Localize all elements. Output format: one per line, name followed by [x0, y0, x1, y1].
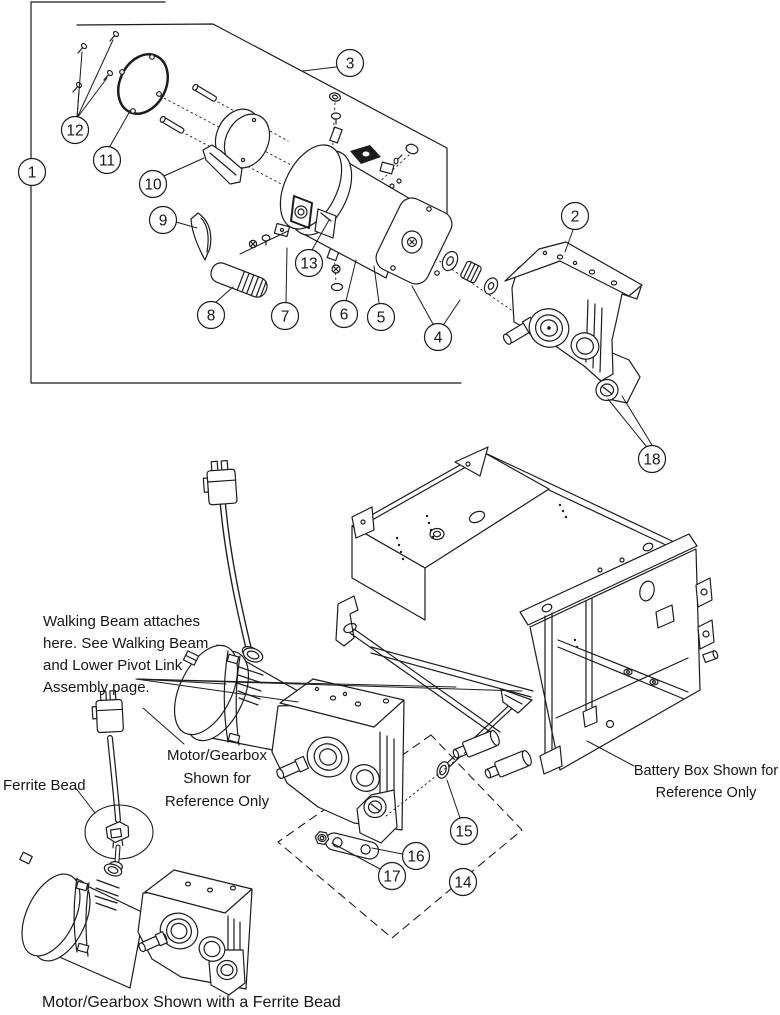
motor-end-bell	[375, 197, 453, 285]
callout-17: 17	[377, 861, 407, 891]
callout-7: 7	[270, 301, 300, 331]
callout-10: 10	[138, 169, 168, 199]
assembly-border-3	[76, 23, 448, 223]
note-line: Walking Beam attaches	[43, 613, 200, 630]
note-battery-reference: Battery Box Shown for Reference Only	[634, 763, 778, 801]
callout-16: 16	[401, 841, 431, 871]
callout-15: 15	[449, 816, 479, 846]
bottom-caption: Motor/Gearbox Shown with a Ferrite Bead	[42, 994, 341, 1011]
svg-text:18: 18	[643, 452, 660, 469]
motor-strap	[202, 144, 243, 185]
shoulder-bolts	[452, 730, 532, 779]
leader-lines	[74, 39, 653, 870]
callout-1: 1	[17, 157, 47, 187]
motor-cover-disc	[214, 108, 271, 169]
svg-text:1: 1	[28, 165, 37, 182]
dashed-region-14	[277, 734, 523, 939]
battery-box	[335, 446, 719, 775]
note-line: Battery Box Shown for	[634, 763, 778, 779]
washer-nut-set	[441, 250, 499, 295]
motor-gearbox-reference	[173, 459, 405, 844]
svg-text:17: 17	[383, 869, 400, 886]
callout-11: 11	[92, 145, 122, 175]
svg-text:9: 9	[159, 213, 168, 230]
brush-cap-stack-right	[379, 143, 419, 175]
callouts: 1 2 3 4 5 6 7 8 9 10 11 12 13 14 15 16 1…	[17, 48, 667, 897]
svg-text:16: 16	[407, 849, 424, 866]
note-line: Reference Only	[656, 785, 757, 801]
motor	[279, 144, 413, 279]
callout-5: 5	[366, 302, 396, 332]
callout-18: 18	[637, 444, 667, 474]
washer-15	[436, 761, 450, 779]
note-line: Assembly page.	[43, 679, 150, 696]
svg-text:3: 3	[346, 56, 355, 73]
motor-gearbox-ferrite	[19, 690, 253, 996]
callout-4: 4	[423, 322, 453, 352]
svg-text:5: 5	[377, 310, 386, 327]
callout-14: 14	[448, 867, 478, 897]
note-line: Reference Only	[165, 793, 270, 810]
mounting-pins	[159, 83, 217, 134]
note-line: Motor/Gearbox	[167, 747, 268, 764]
callout-2: 2	[560, 201, 590, 231]
note-ferrite-bead: Ferrite Bead	[3, 777, 86, 794]
connector	[202, 459, 238, 506]
note-line: and Lower Pivot Link	[43, 657, 183, 674]
connector-2	[91, 690, 124, 734]
callout-13: 13	[294, 248, 324, 278]
brush-hardware-7	[239, 222, 291, 255]
svg-text:10: 10	[144, 177, 162, 194]
note-walking-beam: Walking Beam attaches here. See Walking …	[43, 613, 208, 696]
callout-9: 9	[148, 205, 178, 235]
cover-screws	[72, 30, 120, 93]
svg-text:8: 8	[207, 308, 216, 325]
note-line: Shown for	[183, 770, 251, 787]
threaded-plug	[210, 262, 268, 298]
gasket	[117, 53, 169, 115]
note-line: here. See Walking Beam	[43, 635, 208, 652]
svg-text:11: 11	[99, 153, 115, 170]
callout-8: 8	[196, 300, 226, 330]
callout-6: 6	[329, 299, 359, 329]
gearbox-exploded	[502, 241, 643, 404]
brush-cap-stack-top	[328, 92, 343, 144]
callout-12: 12	[60, 115, 90, 145]
svg-text:7: 7	[281, 309, 290, 326]
note-motor-reference: Motor/Gearbox Shown for Reference Only	[165, 747, 270, 810]
brush-strap	[190, 212, 212, 261]
callout-3: 3	[335, 48, 365, 78]
svg-text:14: 14	[454, 875, 472, 892]
brush-spring-stack	[326, 242, 344, 292]
assembly-border-1	[30, 1, 462, 384]
svg-text:15: 15	[455, 824, 472, 841]
svg-text:13: 13	[300, 256, 317, 273]
svg-text:12: 12	[66, 123, 83, 140]
nut-17	[314, 830, 330, 846]
svg-text:2: 2	[571, 209, 580, 226]
ferrite-bead	[105, 821, 130, 849]
svg-text:6: 6	[340, 307, 349, 324]
svg-text:4: 4	[434, 330, 443, 347]
